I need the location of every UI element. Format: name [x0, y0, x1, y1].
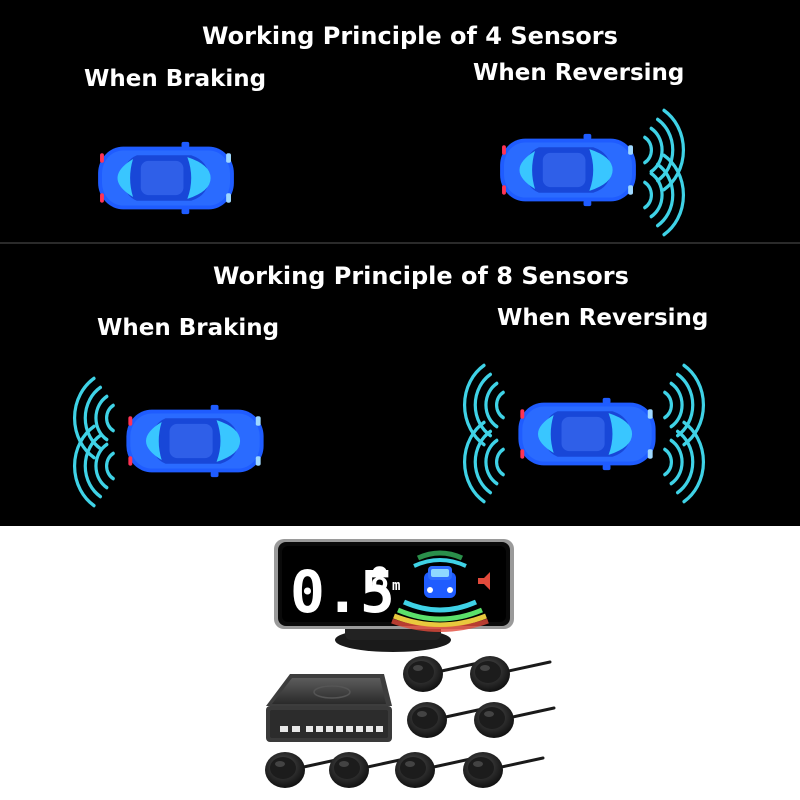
sensor	[461, 750, 545, 790]
display-rear-bars	[391, 599, 489, 632]
display-unit-label: m	[392, 578, 400, 594]
panel-8-reversing-label: When Reversing	[497, 305, 709, 331]
sensor	[468, 654, 552, 694]
sensor	[472, 700, 556, 740]
product-illustration: 0.5 8 m	[263, 539, 556, 790]
product-section: 0.5 8 m	[0, 526, 800, 800]
speaker-icon	[478, 572, 490, 590]
display-distance: 0.5	[290, 558, 395, 626]
panel-8-braking-label: When Braking	[97, 315, 280, 341]
wave-8-reversing-right	[662, 363, 706, 504]
panel-divider	[0, 242, 800, 244]
car-4-reversing	[500, 133, 636, 207]
connector-ports	[280, 726, 383, 732]
cars-overlay	[72, 108, 706, 508]
control-box	[266, 674, 392, 742]
panel-8-title: Working Principle of 8 Sensors	[213, 262, 629, 290]
wave-8-braking-left	[72, 376, 115, 508]
panel-4-reversing-label: When Reversing	[473, 60, 685, 86]
car-8-reversing	[518, 397, 656, 471]
panel-4-title: Working Principle of 4 Sensors	[202, 22, 618, 50]
display-front-bars	[413, 550, 467, 568]
display-distance-small: 8	[370, 560, 389, 598]
panel-4-braking-label: When Braking	[84, 66, 267, 92]
panel-8-sensors: Working Principle of 8 Sensors When Brak…	[0, 244, 800, 526]
wave-4-reversing-right	[642, 108, 686, 237]
wave-8-reversing-left	[462, 363, 506, 504]
display-unit: 0.5 8 m	[274, 539, 514, 652]
car-8-braking	[126, 404, 264, 478]
car-4-braking	[98, 141, 234, 215]
display-car-icon	[424, 566, 456, 598]
